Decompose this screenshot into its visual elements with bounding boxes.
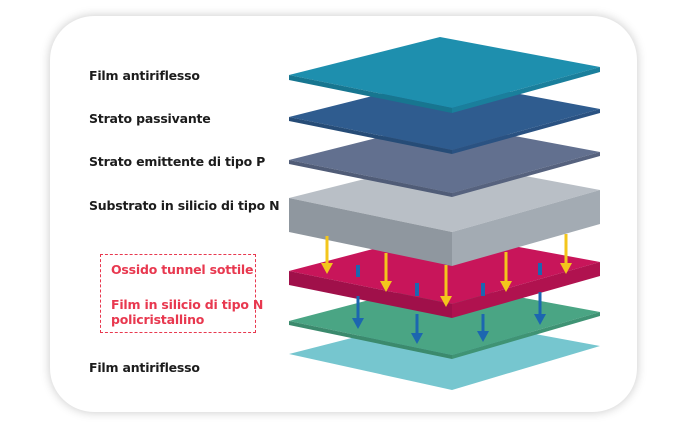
layer-strato-passivante [289, 79, 600, 154]
label-strato-passivante: Strato passivante [89, 111, 211, 126]
layer-strato-emittente-p [289, 122, 600, 197]
blue-dash-icon [356, 265, 360, 277]
yellow-arrow-icon [321, 236, 333, 274]
yellow-arrow-icon [500, 252, 512, 292]
label-film-antiriflesso-bottom: Film antiriflesso [89, 360, 200, 375]
blue-arrow-icon [352, 296, 364, 329]
blue-arrows [352, 263, 546, 344]
blue-dash-icon [415, 283, 419, 296]
label-film-antiriflesso-top: Film antiriflesso [89, 68, 200, 83]
label-film-n-line2: policristallino [111, 312, 205, 327]
label-film-n-line1: Film in silicio di tipo N [111, 297, 264, 312]
label-strato-emittente: Strato emittente di tipo P [89, 154, 266, 169]
layer-film-antiriflesso-top [289, 37, 600, 113]
yellow-arrow-icon [560, 234, 572, 274]
blue-dash-icon [481, 283, 485, 296]
label-ossido-tunnel: Ossido tunnel sottile [111, 262, 254, 277]
layer-substrato-silicio-n [289, 160, 600, 266]
yellow-arrows [321, 234, 572, 307]
highlight-box [100, 254, 256, 333]
blue-arrow-icon [411, 314, 423, 344]
blue-arrow-icon [477, 314, 489, 342]
blue-dash-icon [538, 263, 542, 275]
yellow-arrow-icon [440, 265, 452, 307]
blue-arrow-icon [534, 292, 546, 325]
label-substrato: Substrato in silicio di tipo N [89, 198, 280, 213]
layer-film-silicio-n-policristallino [289, 282, 600, 359]
yellow-arrow-icon [380, 253, 392, 292]
